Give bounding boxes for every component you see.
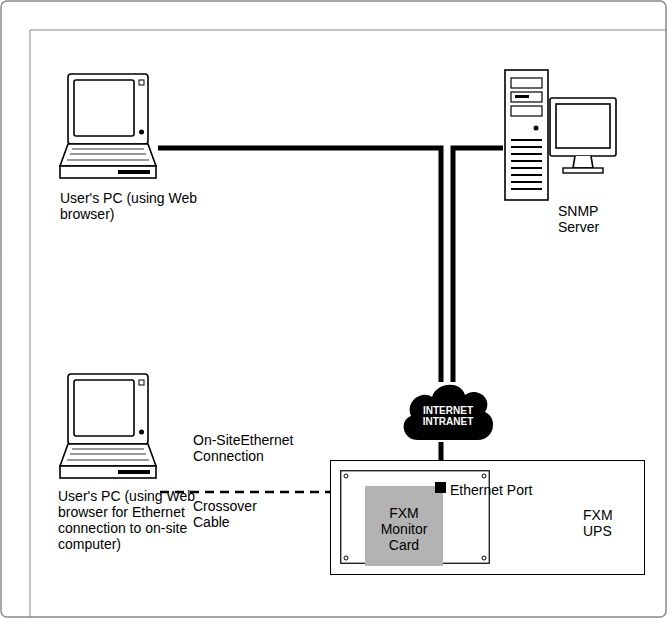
node-caption: SNMP Server [558,203,643,235]
network-line [158,148,441,382]
server-node: SNMP Server [503,68,643,235]
cable-label: Crossover Cable [193,498,273,530]
pc-node: User's PC (using Web browser) [58,72,198,222]
node-text: FXM UPS [583,507,625,539]
laptop-icon [58,72,158,182]
node-text: FXM Monitor Card [374,505,434,553]
network-line [453,148,503,382]
cloud-text-wrap: INTERNET INTRANET [398,378,498,448]
server-icon [503,68,618,203]
node-text: INTERNET INTRANET [418,405,478,427]
node-caption: User's PC (using Web browser for Etherne… [58,488,216,552]
monitor-card: FXM Monitor Card [365,486,443,566]
node-caption: User's PC (using Web browser) [60,190,200,222]
port-label: Ethernet Port [450,482,560,498]
connection-label: On-SiteEthernet Connection [193,432,318,464]
inner-border [30,30,667,618]
ups-box: FXM UPS FXM Monitor Card [330,460,645,575]
network-cloud: INTERNET INTRANET [398,378,498,448]
laptop-icon [58,372,158,482]
ethernet-port [435,482,446,493]
